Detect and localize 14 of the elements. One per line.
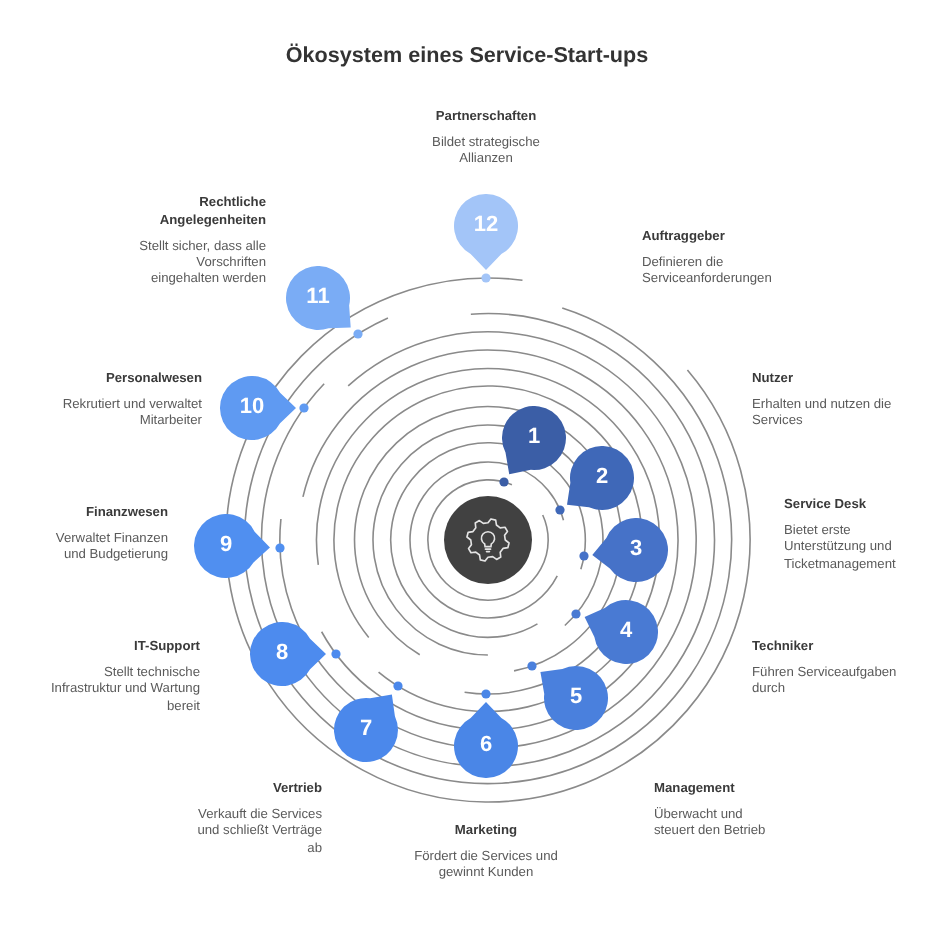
step-number: 4 (619, 621, 633, 643)
step-number: 7 (359, 719, 373, 741)
hub-circle (444, 496, 532, 584)
step-number: 3 (629, 539, 643, 561)
step-number: 1 (527, 427, 541, 449)
step-number: 9 (219, 535, 233, 557)
diagram-title: Ökosystem eines Service-Start-ups (285, 44, 649, 70)
step-number: 6 (479, 735, 493, 757)
step-number: 10 (239, 397, 265, 419)
step-number: 2 (595, 467, 609, 489)
step-number: 8 (275, 643, 289, 665)
step-number: 11 (306, 287, 330, 309)
step-number: 5 (569, 687, 583, 709)
step-number: 12 (473, 215, 499, 237)
